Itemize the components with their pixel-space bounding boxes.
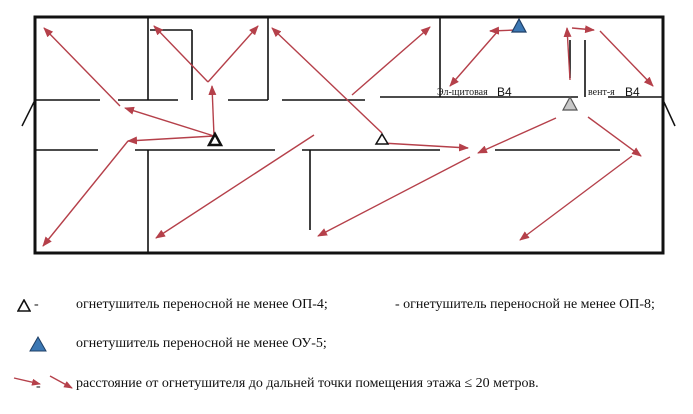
- arrow: [381, 142, 469, 152]
- ventilation-room-label: вент-я: [588, 87, 615, 98]
- arrow: [587, 116, 642, 157]
- arrow: [207, 25, 259, 83]
- right-exit-mark: [662, 99, 676, 127]
- legend-distance-text: расстояние от огнетушителя до дальней то…: [76, 376, 539, 391]
- arrow: [153, 25, 209, 83]
- legend-arrow-dash: -: [36, 379, 41, 394]
- arrow: [42, 140, 129, 247]
- legend-ou5-icon: [29, 336, 47, 352]
- arrow: [127, 135, 215, 145]
- arrow: [155, 134, 315, 239]
- arrow: [563, 27, 572, 81]
- legend-arrow-icon: [13, 375, 73, 389]
- arrow: [449, 30, 499, 87]
- arrow: [124, 106, 215, 137]
- ou5-extinguisher-icon: [510, 17, 528, 33]
- ventilation-room-code: В4: [625, 85, 640, 99]
- electrical-room-code: В4: [497, 85, 512, 99]
- arrow: [571, 25, 595, 34]
- arrow: [351, 26, 431, 96]
- electrical-room-label: Эл-щитовая: [437, 87, 488, 98]
- legend-op8-text: - огнетушитель переносной не менее ОП-8;: [395, 297, 655, 312]
- left-exit-mark: [21, 99, 36, 127]
- legend-op4-dash: -: [34, 297, 39, 312]
- op8-extinguisher-icon: [561, 95, 579, 111]
- arrow: [599, 30, 654, 87]
- op4-extinguisher-icon: [374, 132, 390, 145]
- legend-op4-text: огнетушитель переносной не менее ОП-4;: [76, 297, 328, 312]
- legend-op4-icon: [17, 299, 31, 312]
- interior-walls: [35, 17, 663, 253]
- building-outline: [33, 15, 665, 255]
- arrow: [208, 85, 217, 137]
- arrow: [519, 155, 633, 241]
- legend-ou5-text: огнетушитель переносной не менее ОУ-5;: [76, 336, 327, 351]
- arrow: [489, 26, 517, 35]
- op4-extinguisher-icon: [206, 131, 224, 147]
- arrow: [317, 156, 471, 237]
- arrow: [43, 27, 121, 107]
- arrow: [271, 27, 383, 134]
- distance-arrows: [42, 25, 654, 247]
- arrow: [477, 117, 557, 154]
